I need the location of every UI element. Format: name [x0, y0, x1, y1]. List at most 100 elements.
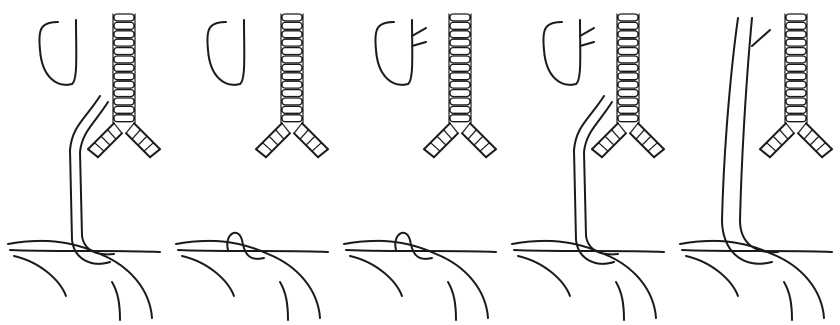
right-bronchus-ring [300, 130, 309, 140]
stomach-outline [512, 241, 656, 318]
right-bronchus-ring [816, 143, 826, 152]
trachea-ring [786, 22, 806, 29]
trachea-ring [450, 115, 470, 122]
trachea-ring [618, 90, 638, 97]
right-bronchus-end [486, 149, 496, 157]
esophagus-right-wall [80, 102, 114, 254]
trachea-ring [786, 106, 806, 113]
trachea-ring [114, 22, 134, 29]
trachea-ring [450, 48, 470, 55]
right-bronchus-end [822, 149, 832, 157]
trachea-ring [450, 73, 470, 80]
panel-2 [176, 14, 328, 320]
bronchi-outline [424, 123, 496, 157]
trachea-ring [450, 22, 470, 29]
right-bronchus-end [654, 149, 664, 157]
stomach-fold [448, 282, 456, 320]
stomach-fold [784, 282, 792, 320]
trachea-ring [450, 98, 470, 105]
panel-4 [512, 14, 664, 320]
esophagus-right-wall [740, 18, 778, 252]
trachea-ring [114, 73, 134, 80]
trachea-ring [450, 39, 470, 46]
left-bronchus-ring [773, 136, 782, 145]
stomach-outline [344, 241, 488, 318]
trachea-ring [618, 64, 638, 71]
trachea-ring [114, 31, 134, 38]
right-bronchus-ring [636, 130, 645, 140]
left-bronchus-ring [612, 130, 621, 140]
left-bronchus-end [592, 149, 602, 157]
stomach-fold [616, 282, 624, 320]
bronchi-outline [592, 123, 664, 157]
proximal-fistula [580, 28, 594, 46]
left-bronchus-ring [605, 136, 614, 145]
right-bronchus-ring [474, 136, 483, 145]
trachea-ring [618, 14, 638, 21]
bronchi-outline [760, 123, 832, 157]
trachea-ring [282, 56, 302, 63]
right-bronchus-ring [462, 123, 470, 133]
trachea-ring [786, 98, 806, 105]
h-type-fistula [752, 30, 770, 46]
bronchi-outline [256, 123, 328, 157]
right-bronchus-ring [804, 130, 813, 140]
trachea-ring [786, 73, 806, 80]
trachea-ring [114, 98, 134, 105]
trachea-ring [114, 81, 134, 88]
trachea-ring [282, 39, 302, 46]
left-bronchus-ring [786, 123, 794, 133]
right-bronchus-ring [468, 130, 477, 140]
trachea-ring [114, 48, 134, 55]
right-bronchus-ring [642, 136, 651, 145]
trachea-ring [618, 81, 638, 88]
diaphragm-line [346, 250, 496, 252]
left-bronchus-end [424, 149, 434, 157]
trachea-ring [114, 39, 134, 46]
trachea-ring [618, 56, 638, 63]
trachea-ring [618, 73, 638, 80]
left-bronchus-ring [276, 130, 285, 140]
right-bronchus-ring [648, 143, 658, 152]
trachea-ring [114, 115, 134, 122]
left-bronchus-ring [437, 136, 446, 145]
trachea-ring [282, 73, 302, 80]
stomach-outline [176, 241, 320, 318]
left-bronchus-ring [95, 143, 105, 152]
trachea-ring [282, 115, 302, 122]
trachea-ring [114, 90, 134, 97]
right-bronchus-ring [810, 136, 819, 145]
right-bronchus-ring [126, 123, 134, 133]
right-bronchus-ring [630, 123, 638, 133]
left-bronchus-ring [431, 143, 441, 152]
stomach-lower-curve [518, 256, 570, 296]
right-bronchus-ring [306, 136, 315, 145]
stomach-outline [680, 241, 824, 318]
trachea-ring [786, 39, 806, 46]
right-bronchus-ring [138, 136, 147, 145]
trachea-ring [282, 14, 302, 21]
panel-1 [8, 14, 160, 320]
left-bronchus-end [760, 149, 770, 157]
left-bronchus-end [88, 149, 98, 157]
stomach-fold [280, 282, 288, 320]
left-bronchus-ring [444, 130, 453, 140]
upper-esophageal-pouch [39, 20, 76, 85]
trachea-ring [786, 14, 806, 21]
trachea-ring [114, 106, 134, 113]
stomach-lower-curve [182, 256, 234, 296]
esophagus-left-wall [574, 96, 614, 264]
trachea-ring [450, 31, 470, 38]
trachea-ring [786, 90, 806, 97]
trachea-ring [450, 64, 470, 71]
trachea-ring [450, 106, 470, 113]
trachea-ring [450, 81, 470, 88]
right-bronchus-end [150, 149, 160, 157]
left-bronchus-ring [269, 136, 278, 145]
trachea-ring [114, 56, 134, 63]
left-bronchus-ring [108, 130, 117, 140]
diaphragm-line [178, 250, 328, 252]
trachea-ring [282, 22, 302, 29]
trachea-ring [786, 64, 806, 71]
